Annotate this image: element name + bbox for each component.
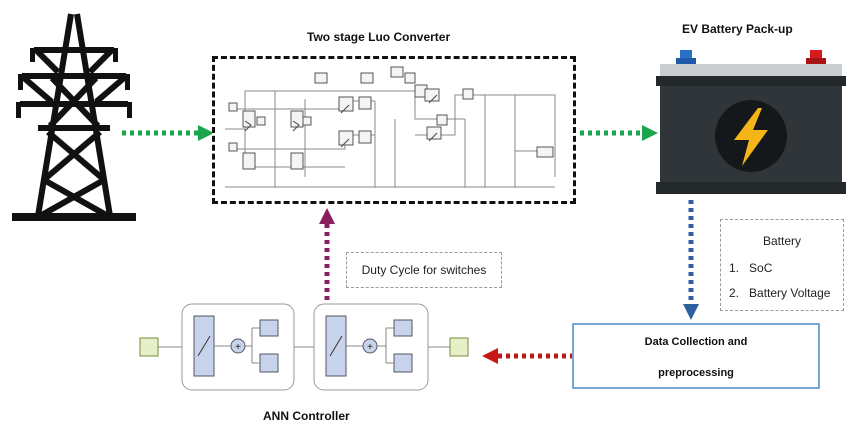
list-number: 2.	[729, 286, 740, 300]
battery-title: EV Battery Pack-up	[682, 22, 793, 36]
data-collection-line-1: Data Collection and	[644, 336, 748, 348]
battery-data-arrow	[683, 200, 699, 320]
svg-text:+: +	[367, 342, 373, 353]
duty-cycle-arrow	[319, 208, 335, 302]
data-to-ann-arrow	[482, 348, 572, 364]
data-collection-block: Data Collection and preprocessing	[572, 323, 820, 389]
data-collection-line-2: preprocessing	[658, 367, 734, 379]
converter-schematic	[225, 66, 556, 188]
battery-parameter-soc: SoC	[749, 261, 773, 275]
battery-parameters-title: Battery	[762, 234, 801, 248]
duty-cycle-text: Duty Cycle for switches	[361, 263, 487, 277]
battery-parameters-box: Battery 1. SoC 2. Battery Voltage	[720, 219, 844, 311]
ann-controller-network: + +	[139, 303, 469, 391]
svg-text:+: +	[235, 342, 241, 353]
transmission-tower-icon	[12, 13, 136, 221]
battery-parameter-item: 2. Battery Voltage	[729, 286, 830, 300]
battery-parameter-voltage: Battery Voltage	[749, 286, 831, 300]
ev-battery-icon	[656, 50, 846, 194]
converter-title: Two stage Luo Converter	[307, 30, 451, 44]
battery-parameter-item: 1. SoC	[729, 261, 772, 275]
luo-converter-block	[212, 56, 576, 204]
ann-controller-title: ANN Controller	[263, 409, 350, 423]
list-number: 1.	[729, 261, 740, 275]
duty-cycle-label: Duty Cycle for switches	[346, 252, 502, 288]
power-flow-arrow-right	[580, 125, 658, 141]
power-flow-arrow-left	[122, 125, 214, 141]
